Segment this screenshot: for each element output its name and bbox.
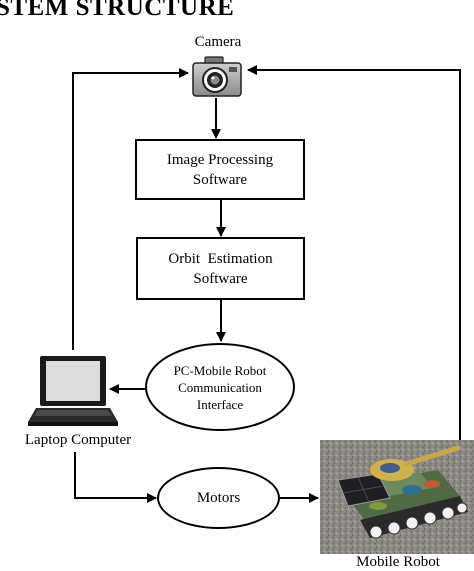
- diagram-title: STEM STRUCTURE: [0, 0, 235, 21]
- arrow-robot-to-camera: [247, 65, 461, 440]
- communication-line2: Communication: [178, 379, 262, 395]
- camera-label: Camera: [194, 34, 242, 50]
- arrow-laptop-to-camera: [72, 68, 189, 350]
- communication-line3: Interface: [196, 396, 244, 412]
- motors-label: Motors: [196, 489, 241, 506]
- camera-icon: [192, 56, 242, 97]
- laptop-icon: [28, 356, 118, 426]
- image-processing-line1: Image Processing: [166, 151, 274, 168]
- orbit-estimation-line2: Software: [193, 270, 248, 287]
- image-processing-line2: Software: [192, 171, 248, 188]
- orbit-estimation-line1: Orbit Estimation: [168, 250, 273, 267]
- arrow-laptop-to-motors: [74, 452, 157, 503]
- motors-oval: Motors: [157, 467, 280, 529]
- image-processing-software-box: Image Processing Software: [135, 139, 305, 200]
- laptop-label: Laptop Computer: [24, 432, 132, 448]
- mobile-robot-photo: [320, 440, 474, 554]
- communication-line1: PC-Mobile Robot: [173, 362, 267, 378]
- communication-interface-oval: PC-Mobile Robot Communication Interface: [145, 343, 295, 431]
- orbit-estimation-software-box: Orbit Estimation Software: [136, 237, 305, 300]
- mobile-robot-label: Mobile Robot: [356, 554, 440, 570]
